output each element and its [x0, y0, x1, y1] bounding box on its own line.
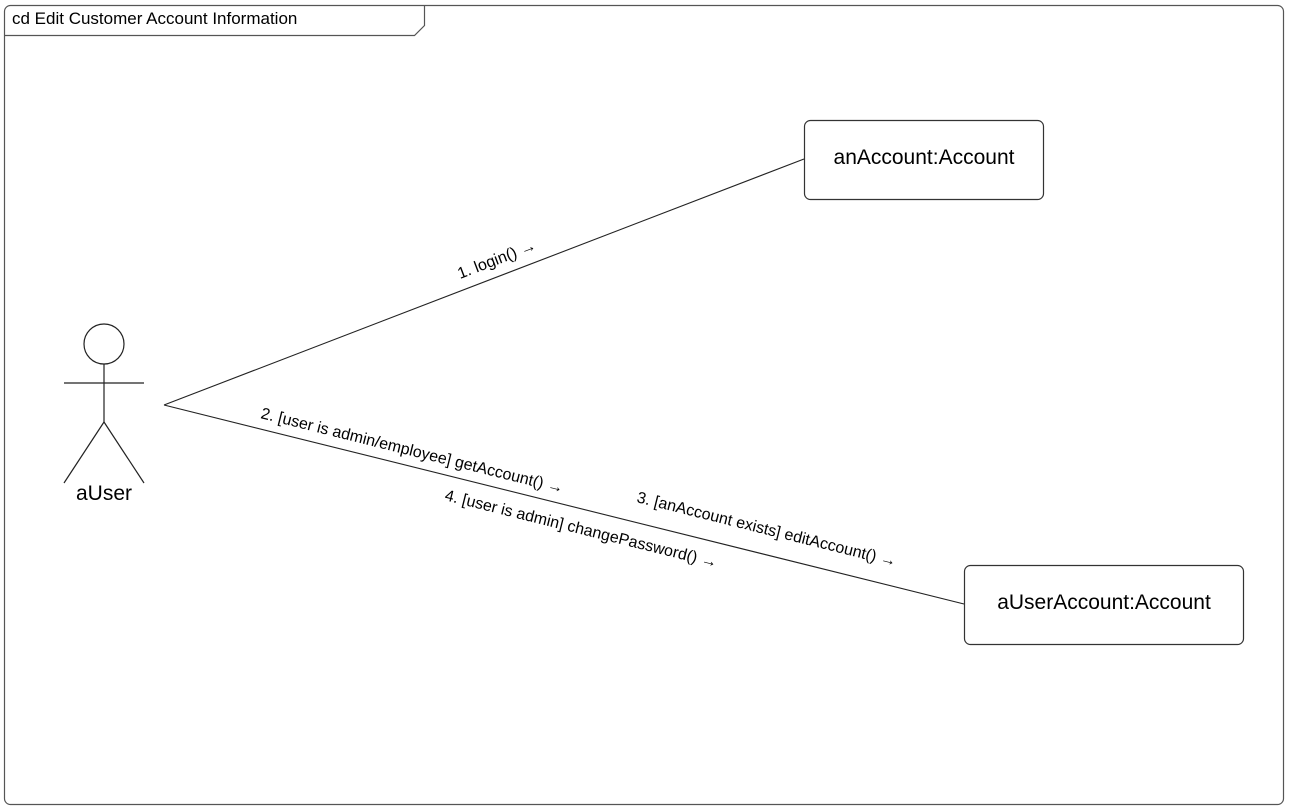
- link-auser-to-auseraccount: [163, 404, 965, 605]
- object-box-auseraccount[interactable]: [963, 564, 1245, 646]
- link-auser-to-anaccount: [163, 158, 805, 406]
- actor-left-leg: [63, 421, 105, 484]
- frame-title: cd Edit Customer Account Information: [12, 9, 297, 28]
- frame-title-tab: [4, 5, 426, 37]
- diagram-frame: [3, 4, 1285, 806]
- object-label-anaccount: anAccount:Account: [834, 146, 1015, 169]
- object-label-auseraccount: aUserAccount:Account: [997, 591, 1211, 614]
- actor-right-leg: [103, 421, 145, 484]
- actor-head: [83, 323, 125, 365]
- actor-figure[interactable]: [63, 323, 145, 484]
- actor-label: aUser: [76, 482, 132, 505]
- object-box-anaccount[interactable]: [803, 119, 1045, 201]
